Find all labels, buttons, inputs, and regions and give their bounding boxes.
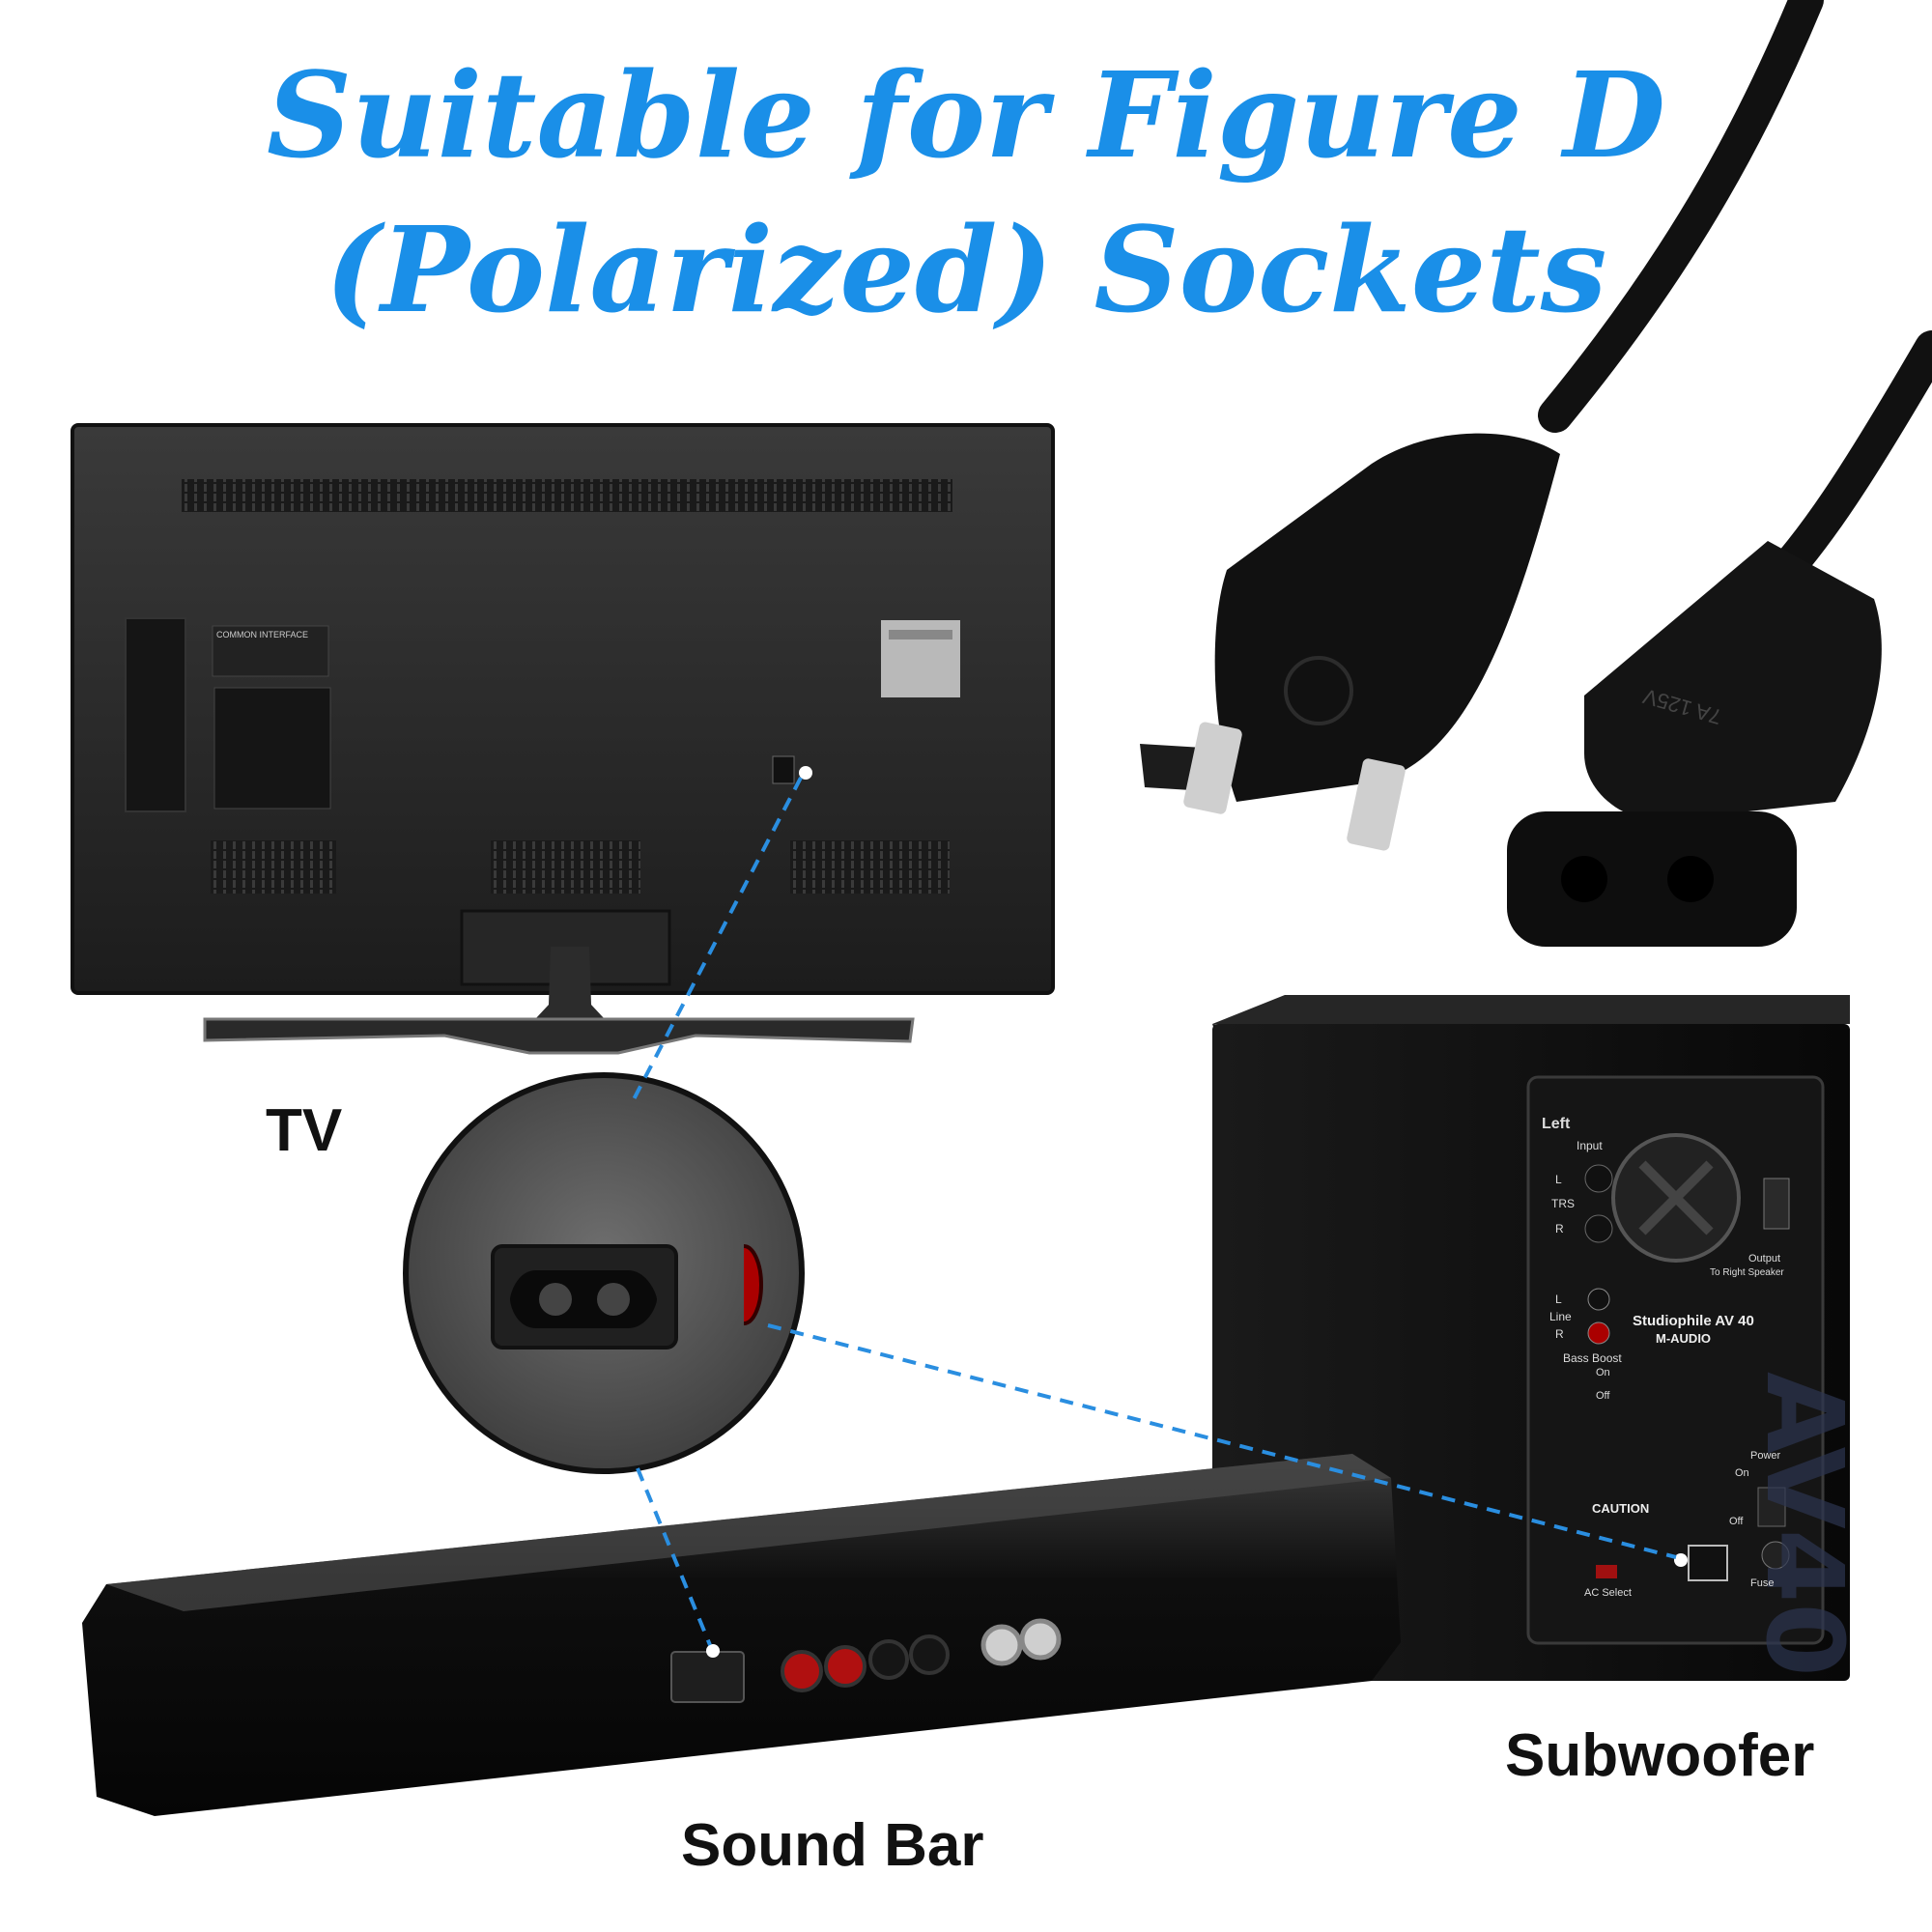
panel-brand-label: M-AUDIO — [1656, 1331, 1711, 1346]
panel-input-label: Input — [1577, 1139, 1603, 1152]
av40-watermark: AV40 — [1743, 1372, 1866, 1677]
tv-illustration — [71, 423, 1055, 1055]
sound-bar-label: Sound Bar — [681, 1812, 984, 1879]
panel-line-r-label: R — [1555, 1327, 1564, 1341]
headline-line-2: (Polarized) Sockets — [325, 200, 1607, 339]
headline-line-1: Suitable for Figure D — [266, 45, 1666, 185]
panel-bass-on-label: On — [1596, 1367, 1610, 1378]
tv-label: TV — [266, 1097, 343, 1164]
panel-caution-label: CAUTION — [1592, 1501, 1649, 1516]
connector-lines — [631, 777, 1677, 1646]
panel-l-label: L — [1555, 1173, 1562, 1186]
panel-fuse-label: Fuse — [1750, 1577, 1774, 1589]
tv-common-interface-label: COMMON INTERFACE — [216, 630, 309, 639]
panel-ac-select-label: AC Select — [1584, 1587, 1632, 1599]
panel-power-on-label: On — [1735, 1467, 1749, 1479]
panel-model-label: Studiophile AV 40 — [1633, 1313, 1754, 1329]
sound-bar-illustration — [82, 1454, 1401, 1816]
socket-zoom-illustration — [403, 1072, 805, 1474]
power-cord-illustration — [1140, 0, 1932, 947]
panel-line-l-label: L — [1555, 1293, 1562, 1306]
panel-bass-off-label: Off — [1596, 1390, 1610, 1402]
panel-trs-label: TRS — [1551, 1197, 1575, 1210]
subwoofer-label: Subwoofer — [1505, 1722, 1815, 1789]
panel-left-label: Left — [1542, 1116, 1571, 1132]
panel-to-right-label: To Right Speaker — [1710, 1267, 1784, 1278]
panel-bass-boost-label: Bass Boost — [1563, 1351, 1622, 1365]
panel-power-label: Power — [1750, 1450, 1781, 1462]
panel-output-label: Output — [1748, 1253, 1780, 1264]
panel-power-off-label: Off — [1729, 1516, 1744, 1527]
panel-r-label: R — [1555, 1222, 1564, 1236]
panel-line-label: Line — [1549, 1310, 1572, 1323]
